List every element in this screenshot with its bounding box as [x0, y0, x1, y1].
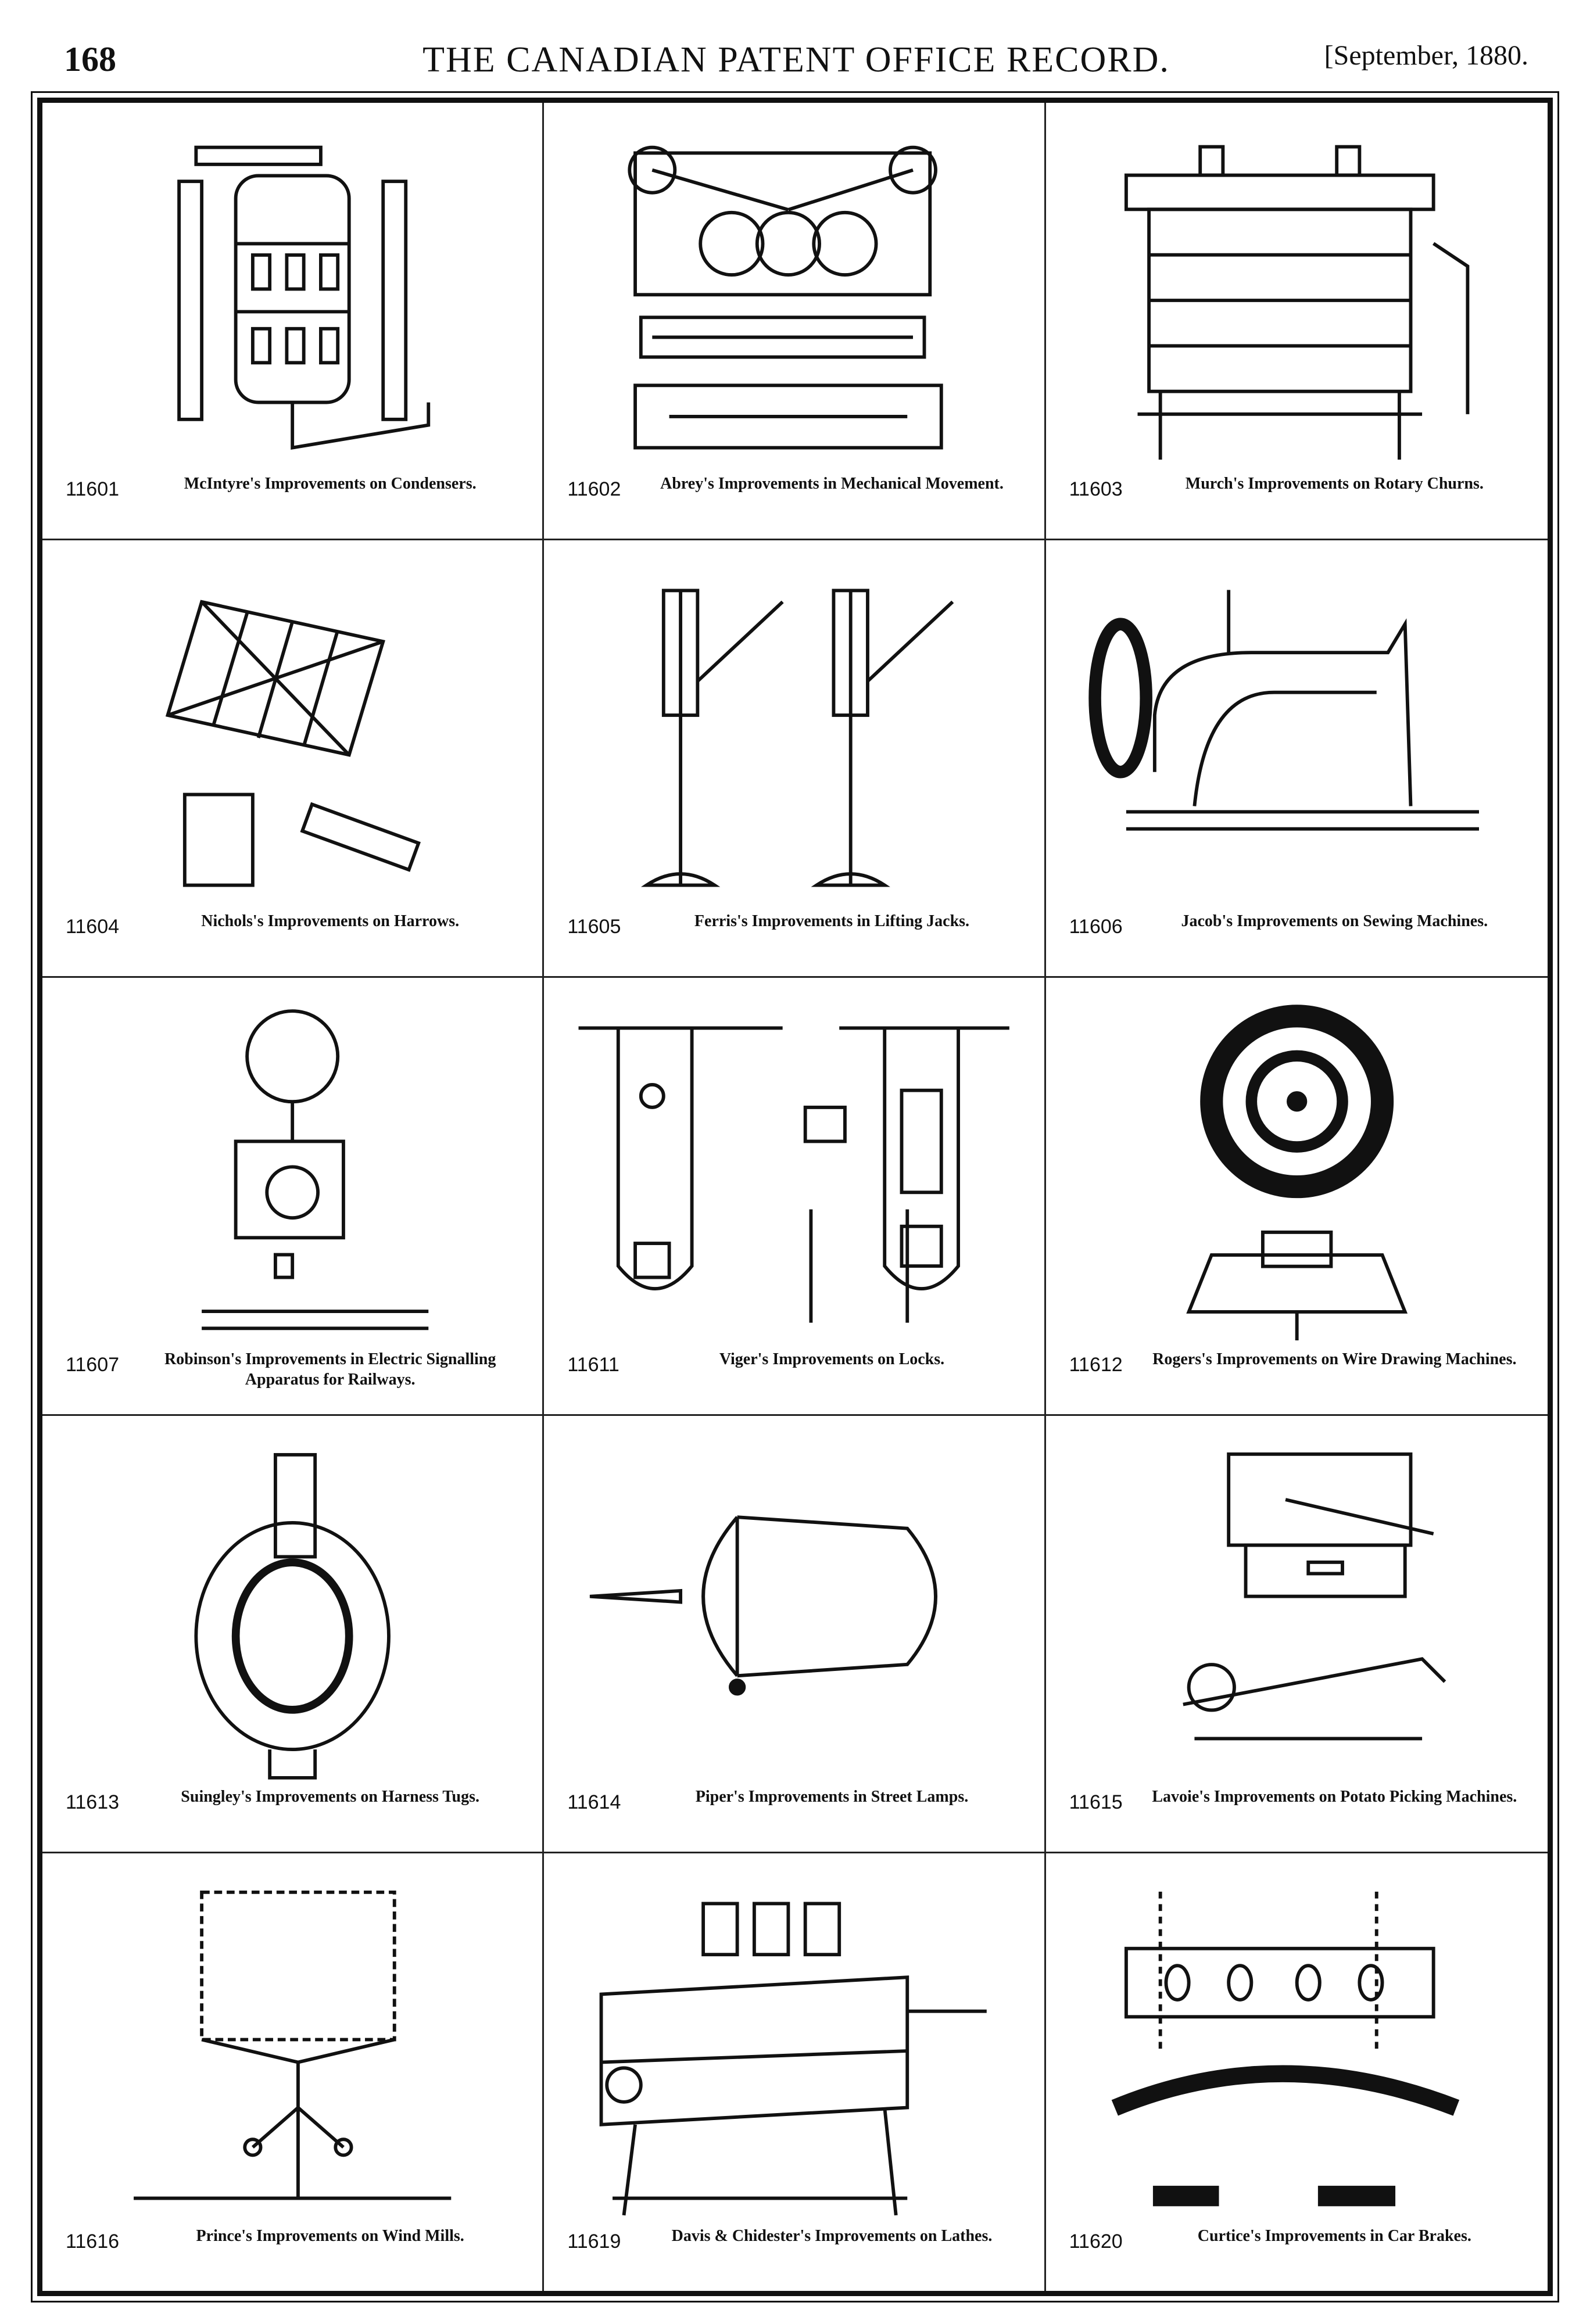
- sewing-machine-illustration: [1069, 564, 1524, 912]
- patent-caption: 11602 Abrey's Improvements in Mechanical…: [544, 467, 1044, 522]
- patent-title: Nichols's Improvements on Harrows.: [201, 912, 460, 931]
- mechanical-movement-illustration: [567, 126, 1020, 475]
- patent-number: 11620: [1069, 2230, 1123, 2253]
- lock-illustration: [567, 1001, 1020, 1350]
- wind-mill-illustration: [66, 1877, 519, 2225]
- patent-title: Lavoie's Improvements on Potato Picking …: [1152, 1787, 1517, 1806]
- patent-caption: 11614 Piper's Improvements in Street Lam…: [544, 1780, 1044, 1835]
- patent-number: 11619: [567, 2230, 621, 2253]
- patent-caption: 11603 Murch's Improvements on Rotary Chu…: [1046, 467, 1548, 522]
- issue-date: [September, 1880.: [1324, 40, 1528, 71]
- patent-grid: 11601 McIntyre's Improvements on Condens…: [42, 103, 1548, 2291]
- publication-title: THE CANADIAN PATENT OFFICE RECORD.: [422, 40, 1170, 80]
- electric-signal-illustration: [66, 1001, 519, 1350]
- patent-title: Prince's Improvements on Wind Mills.: [196, 2227, 464, 2245]
- patent-cell: 11611 Viger's Improvements on Locks.: [544, 978, 1046, 1416]
- patent-title: Rogers's Improvements on Wire Drawing Ma…: [1152, 1350, 1517, 1368]
- patent-caption: 11615 Lavoie's Improvements on Potato Pi…: [1046, 1780, 1548, 1835]
- patent-caption: 11605 Ferris's Improvements in Lifting J…: [544, 904, 1044, 960]
- patent-caption: 11613 Suingley's Improvements on Harness…: [42, 1780, 542, 1835]
- patent-number: 11603: [1069, 478, 1123, 501]
- patent-number: 11616: [66, 2230, 120, 2253]
- patent-title: Robinson's Improvements in Electric Sign…: [164, 1350, 496, 1389]
- patent-number: 11615: [1069, 1791, 1123, 1813]
- patent-title: Ferris's Improvements in Lifting Jacks.: [694, 912, 970, 931]
- patent-cell: 11613 Suingley's Improvements on Harness…: [42, 1415, 545, 1853]
- patent-title: Suingley's Improvements on Harness Tugs.: [181, 1787, 480, 1806]
- patent-number: 11602: [567, 478, 621, 501]
- patent-title: Curtice's Improvements in Car Brakes.: [1197, 2227, 1471, 2245]
- patent-title: McIntyre's Improvements on Condensers.: [184, 475, 477, 493]
- street-lamp-illustration: [567, 1439, 1020, 1788]
- patent-number: 11605: [567, 916, 621, 938]
- patent-number: 11612: [1069, 1353, 1123, 1376]
- patent-cell: 11607 Robinson's Improvements in Electri…: [42, 978, 545, 1416]
- patent-caption: 11619 Davis & Chidester's Improvements o…: [544, 2219, 1044, 2275]
- patent-caption: 11606 Jacob's Improvements on Sewing Mac…: [1046, 904, 1548, 960]
- patent-cell: 11602 Abrey's Improvements in Mechanical…: [544, 103, 1046, 541]
- patent-cell: 11604 Nichols's Improvements on Harrows.: [42, 540, 545, 978]
- lathe-illustration: [567, 1877, 1020, 2225]
- patent-cell: 11616 Prince's Improvements on Wind Mill…: [42, 1853, 545, 2291]
- patent-cell: 11603 Murch's Improvements on Rotary Chu…: [1045, 103, 1548, 541]
- patent-plate-frame: 11601 McIntyre's Improvements on Condens…: [31, 91, 1559, 2303]
- patent-cell: 11601 McIntyre's Improvements on Condens…: [42, 103, 545, 541]
- rotary-churn-illustration: [1069, 126, 1524, 475]
- patent-caption: 11604 Nichols's Improvements on Harrows.: [42, 904, 542, 960]
- potato-picker-illustration: [1069, 1439, 1524, 1788]
- harness-tug-illustration: [66, 1439, 519, 1788]
- lifting-jack-illustration: [567, 564, 1020, 912]
- patent-title: Abrey's Improvements in Mechanical Movem…: [660, 475, 1004, 493]
- patent-number: 11611: [567, 1353, 619, 1376]
- patent-number: 11607: [66, 1353, 120, 1376]
- patent-number: 11606: [1069, 916, 1123, 938]
- patent-cell: 11612 Rogers's Improvements on Wire Draw…: [1045, 978, 1548, 1416]
- patent-title: Piper's Improvements in Street Lamps.: [695, 1787, 969, 1806]
- patent-cell: 11614 Piper's Improvements in Street Lam…: [544, 1415, 1046, 1853]
- car-brake-illustration: [1069, 1877, 1524, 2225]
- page-header: 168 THE CANADIAN PATENT OFFICE RECORD. […: [64, 35, 1528, 99]
- patent-cell: 11619 Davis & Chidester's Improvements o…: [544, 1853, 1046, 2291]
- page-number: 168: [64, 40, 116, 78]
- patent-caption: 11607 Robinson's Improvements in Electri…: [42, 1342, 542, 1398]
- patent-title: Murch's Improvements on Rotary Churns.: [1185, 475, 1484, 493]
- condenser-illustration: [66, 126, 519, 475]
- patent-number: 11604: [66, 916, 120, 938]
- patent-title: Jacob's Improvements on Sewing Machines.: [1181, 912, 1488, 931]
- wire-drawing-illustration: [1069, 1001, 1524, 1350]
- patent-caption: 11612 Rogers's Improvements on Wire Draw…: [1046, 1342, 1548, 1398]
- harrow-illustration: [66, 564, 519, 912]
- patent-cell: 11615 Lavoie's Improvements on Potato Pi…: [1045, 1416, 1548, 1853]
- patent-caption: 11616 Prince's Improvements on Wind Mill…: [42, 2219, 542, 2275]
- patent-cell: 11620 Curtice's Improvements in Car Brak…: [1046, 1853, 1548, 2291]
- patent-cell: 11606 Jacob's Improvements on Sewing Mac…: [1045, 540, 1548, 978]
- patent-caption: 11601 McIntyre's Improvements on Condens…: [42, 467, 542, 522]
- patent-caption: 11611 Viger's Improvements on Locks.: [544, 1342, 1044, 1398]
- patent-number: 11614: [567, 1791, 621, 1813]
- patent-number: 11601: [66, 478, 120, 501]
- patent-number: 11613: [66, 1791, 120, 1813]
- patent-cell: 11605 Ferris's Improvements in Lifting J…: [544, 540, 1046, 978]
- patent-caption: 11620 Curtice's Improvements in Car Brak…: [1046, 2219, 1548, 2275]
- patent-title: Davis & Chidester's Improvements on Lath…: [671, 2227, 993, 2245]
- patent-title: Viger's Improvements on Locks.: [719, 1350, 945, 1368]
